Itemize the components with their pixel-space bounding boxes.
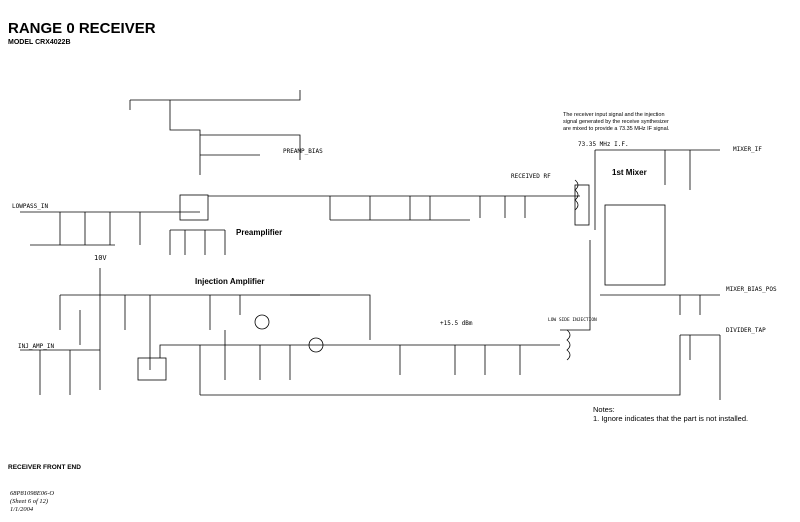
document-info: 68P81098E06-O (Sheet 6 of 12) 1/1/2004 xyxy=(10,490,54,514)
model-number: MODEL CRX4022B xyxy=(8,39,71,46)
notes-heading: Notes: xyxy=(593,405,615,414)
notes-block: Notes: 1. Ignore indicates that the part… xyxy=(593,405,748,423)
sheet-number: (Sheet 6 of 12) xyxy=(10,498,49,505)
net-received-rf: RECEIVED RF xyxy=(511,173,551,180)
net-lowpass-in: LOWPASS_IN xyxy=(12,203,49,210)
net-inj-amp-in: INJ_AMP_IN xyxy=(18,343,55,350)
net-10v: 10V xyxy=(94,254,107,262)
net-preamp-bias: PREAMP_BIAS xyxy=(283,148,323,155)
net-mixer-if: MIXER_IF xyxy=(733,146,762,153)
first-mixer-label: 1st Mixer xyxy=(612,168,647,177)
doc-number: 68P81098E06-O xyxy=(10,490,55,497)
injection-amplifier-label: Injection Amplifier xyxy=(195,277,265,286)
page-title: RANGE 0 RECEIVER xyxy=(8,20,156,37)
note-item: 1. Ignore indicates that the part is not… xyxy=(593,414,749,423)
low-side-injection-label: LOW SIDE INJECTION xyxy=(548,318,597,323)
mixer-description: The receiver input signal and the inject… xyxy=(563,112,670,132)
net-divider-tap: DIVIDER_TAP xyxy=(726,327,766,334)
footer-section-label: RECEIVER FRONT END xyxy=(8,464,81,471)
if-frequency-label: 73.35 MHz I.F. xyxy=(578,141,629,148)
net-mixer-bias-pos: MIXER_BIAS_POS xyxy=(726,286,777,293)
preamplifier-label: Preamplifier xyxy=(236,228,283,237)
doc-date: 1/1/2004 xyxy=(10,506,34,513)
injection-level-label: +15.5 dBm xyxy=(440,320,473,327)
